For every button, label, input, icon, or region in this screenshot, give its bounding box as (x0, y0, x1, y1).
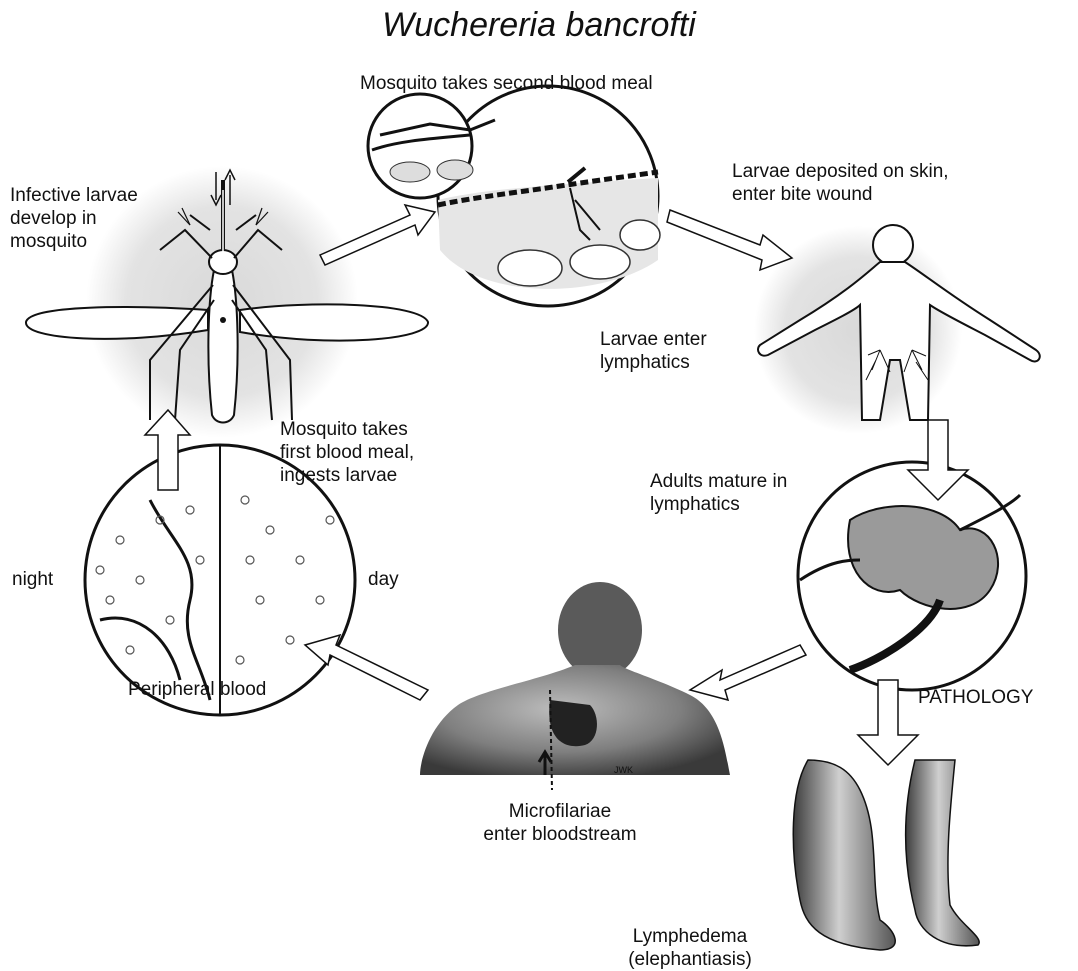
label-microfilariae: Microfilariae enter bloodstream (460, 800, 660, 846)
label-adults-mature: Adults mature in lymphatics (650, 470, 787, 516)
artist-signature: JWK (614, 765, 633, 775)
human-torso-heart (420, 582, 730, 790)
label-first-blood-meal: Mosquito takes first blood meal, ingests… (280, 418, 414, 487)
label-night: night (12, 568, 53, 591)
label-infective-larvae: Infective larvae develop in mosquito (10, 184, 138, 253)
label-pathology: PATHOLOGY (918, 686, 1033, 709)
swollen-legs-elephantiasis (793, 760, 979, 950)
label-larvae-deposited: Larvae deposited on skin, enter bite wou… (732, 160, 949, 206)
lymph-node-closeup (798, 462, 1026, 690)
label-lymphedema: Lymphedema (elephantiasis) (600, 925, 780, 971)
label-day: day (368, 568, 399, 591)
label-larvae-enter-lymphatics: Larvae enter lymphatics (600, 328, 707, 374)
human-body-lymphatics (754, 225, 1040, 434)
label-peripheral-blood: Peripheral blood (128, 678, 266, 701)
label-second-blood-meal: Mosquito takes second blood meal (360, 72, 653, 95)
bite-wound-closeup (368, 86, 660, 306)
